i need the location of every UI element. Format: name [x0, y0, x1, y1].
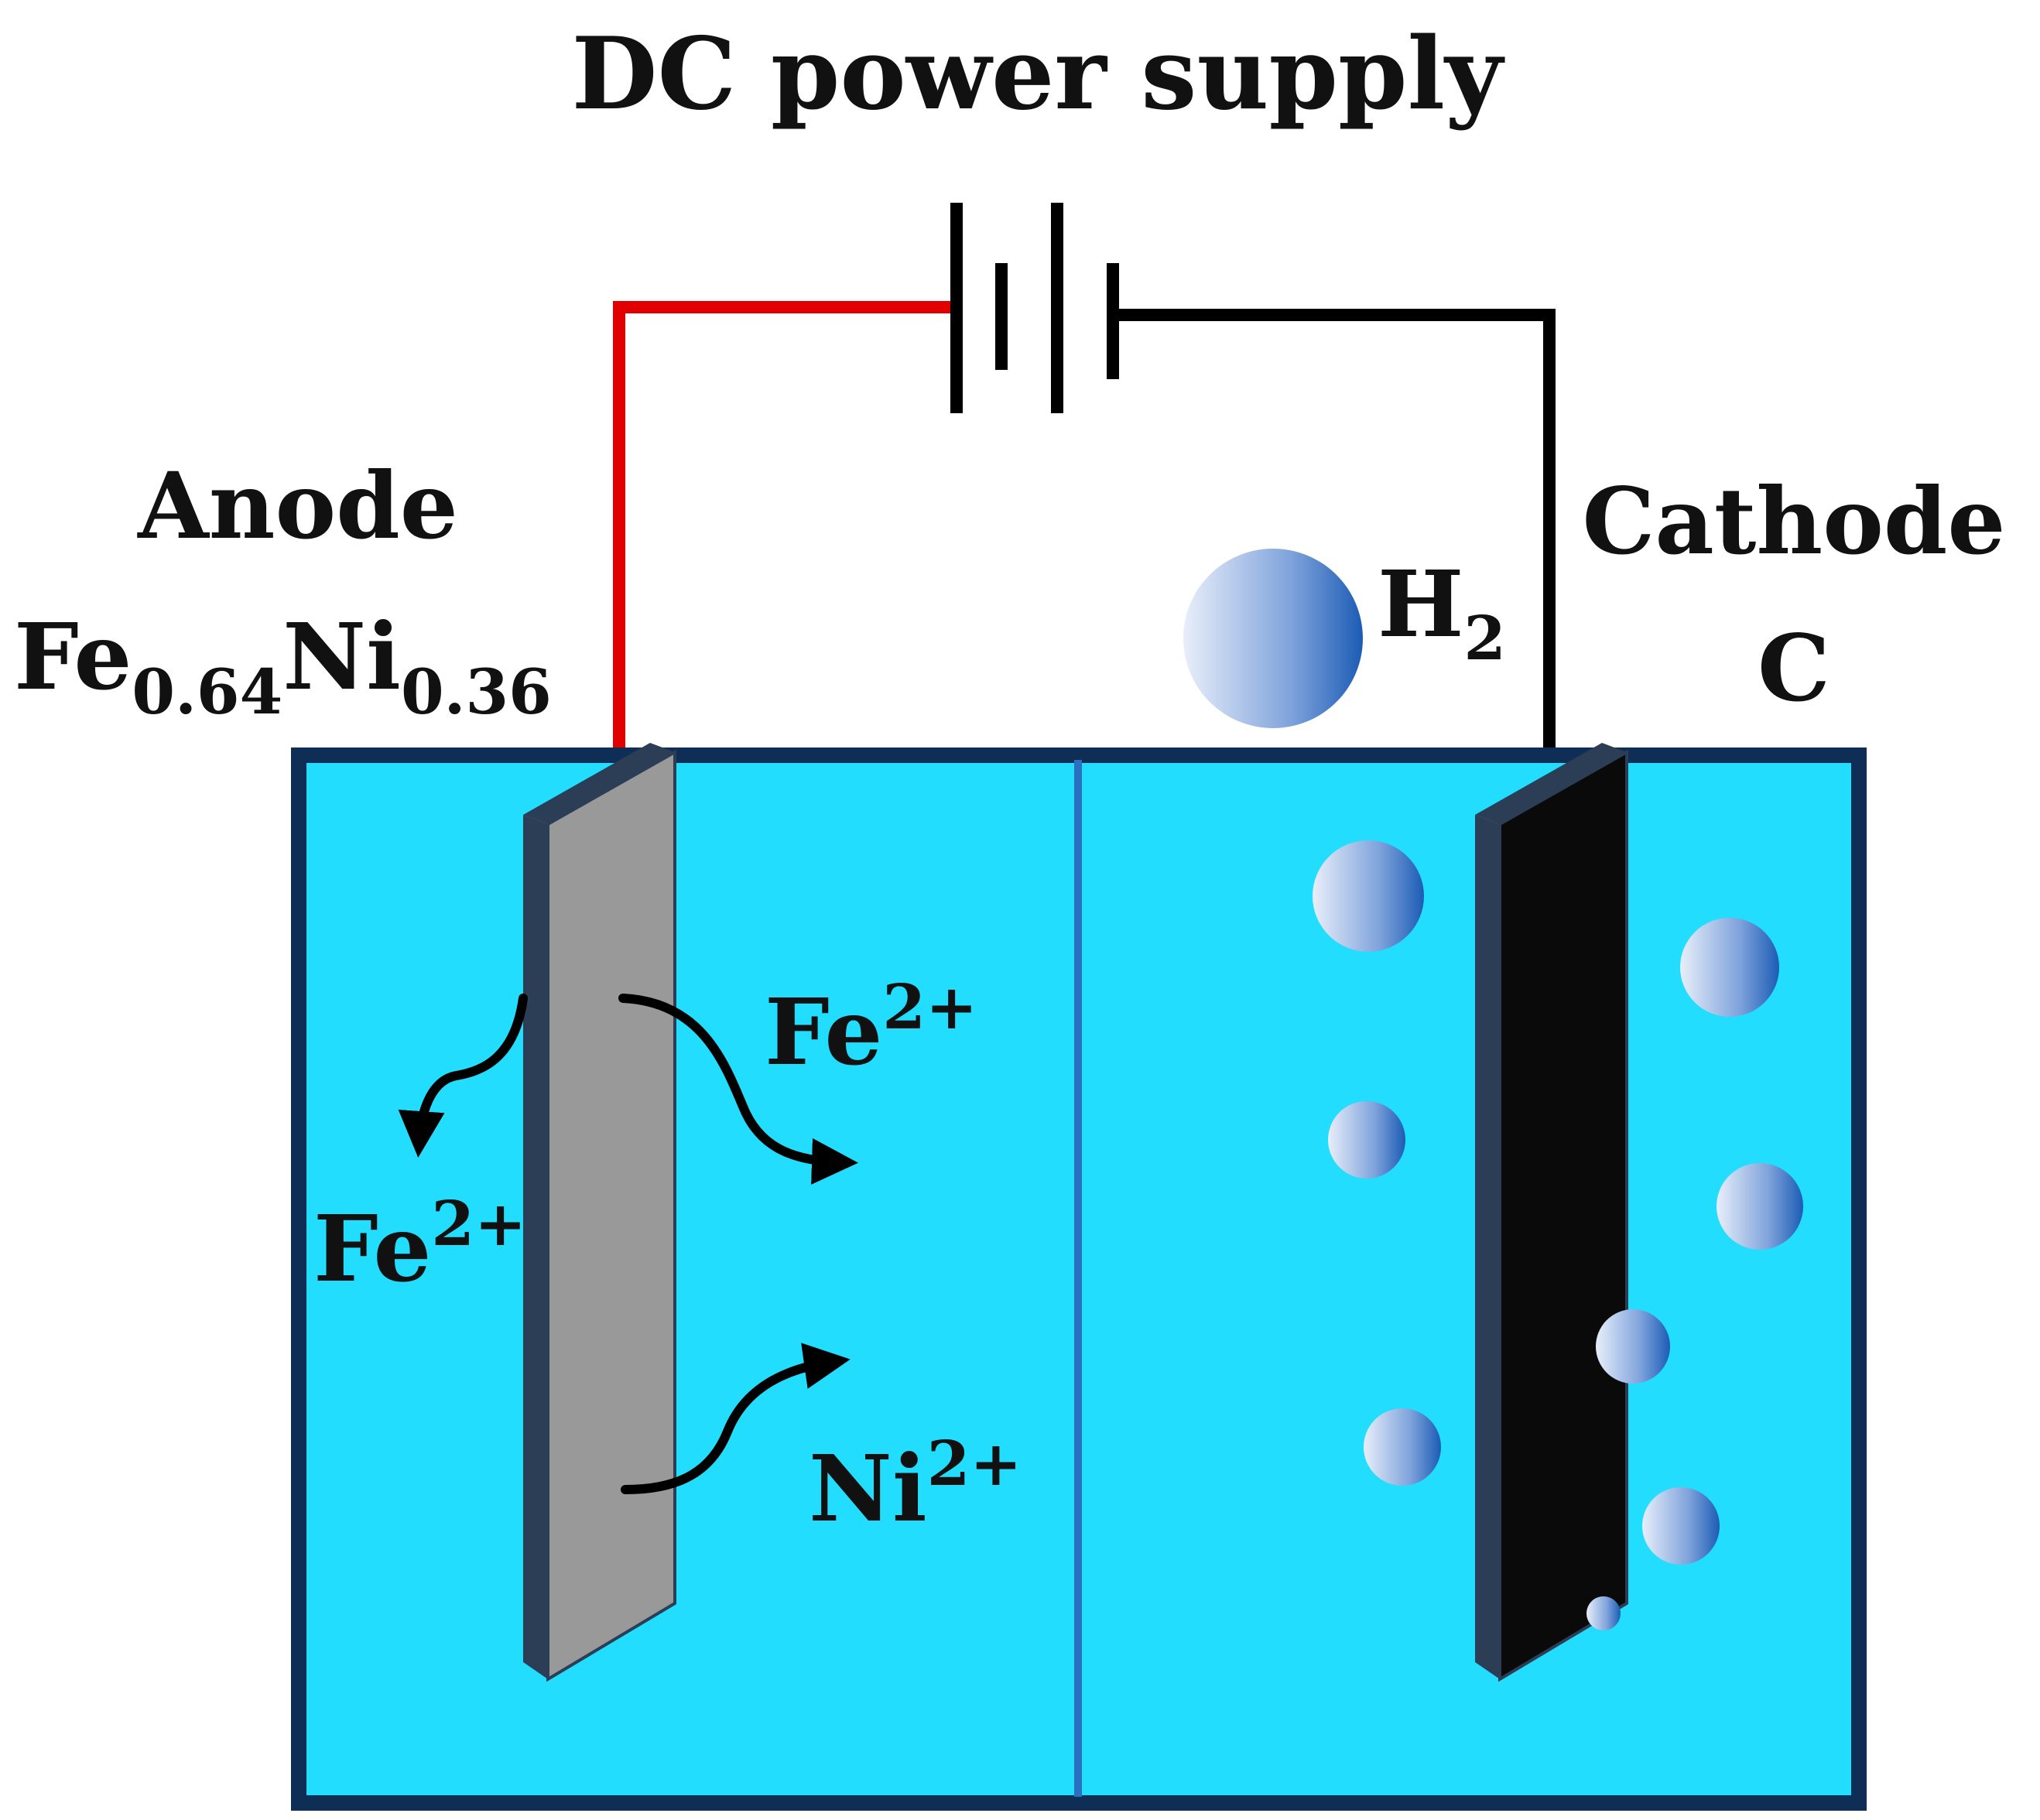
fe-ion-right-base: Fe	[765, 978, 882, 1086]
gas-bubble	[1586, 1596, 1621, 1630]
diagram-title: DC power supply	[571, 16, 1505, 132]
battery-plate-long-1	[950, 203, 963, 413]
negative-wire	[1119, 309, 1556, 766]
anode-material-ni-subscript: 0.36	[401, 655, 552, 728]
fe-ion-left-charge: 2+	[431, 1187, 526, 1260]
anode-material-fe-subscript: 0.64	[132, 655, 282, 728]
anode-label: Anode	[137, 452, 458, 559]
gas-bubble	[1364, 1408, 1441, 1486]
arrow-fe-right	[618, 994, 858, 1185]
battery-symbol	[950, 203, 1119, 413]
gas-bubble	[1328, 1101, 1405, 1179]
cathode-plate-top-edge	[1475, 743, 1627, 824]
anode-plate-top-edge	[523, 743, 675, 824]
positive-wire	[613, 301, 950, 797]
fe-ion-left-base: Fe	[313, 1195, 431, 1302]
arrow-ni	[621, 1343, 851, 1494]
fe-ion-label-right: Fe2+	[765, 970, 977, 1086]
gas-bubble	[1596, 1309, 1670, 1384]
ni-ion-label: Ni2+	[809, 1427, 1022, 1542]
anode-material-label: Fe0.64Ni0.36	[14, 603, 552, 728]
gas-bubble	[1680, 918, 1779, 1017]
fe-ion-label-left: Fe2+	[313, 1187, 526, 1302]
h2-label: H2	[1378, 550, 1506, 674]
fe-ion-right-charge: 2+	[882, 970, 977, 1043]
cathode-material-label: C	[1758, 614, 1830, 722]
gas-bubble	[1313, 840, 1424, 952]
anode-plate-side	[523, 815, 548, 1679]
h2-legend-bubble	[1183, 549, 1363, 728]
cathode-label: Cathode	[1583, 467, 2006, 575]
anode-material-fe: Fe	[14, 603, 132, 710]
arrow-fe-left	[398, 994, 528, 1158]
ni-ion-charge: 2+	[927, 1427, 1022, 1500]
battery-plate-short-2	[1107, 263, 1119, 379]
gas-bubble	[1642, 1487, 1720, 1565]
hydrogen-bubbles	[1183, 549, 1803, 1630]
h2-subscript: 2	[1464, 604, 1506, 674]
anode-plate-face	[546, 749, 676, 1682]
cathode-plate-face	[1498, 749, 1628, 1682]
cathode-plate-side	[1475, 815, 1500, 1679]
anode-plate	[523, 743, 676, 1682]
battery-plate-long-2	[1051, 203, 1063, 413]
ion-arrows	[398, 994, 858, 1494]
gas-bubble	[1717, 1163, 1803, 1250]
anode-material-ni: Ni	[282, 603, 401, 710]
battery-plate-short-1	[995, 263, 1008, 370]
ni-ion-base: Ni	[809, 1435, 927, 1542]
h2-base: H	[1378, 550, 1464, 658]
cathode-plate	[1475, 743, 1628, 1682]
